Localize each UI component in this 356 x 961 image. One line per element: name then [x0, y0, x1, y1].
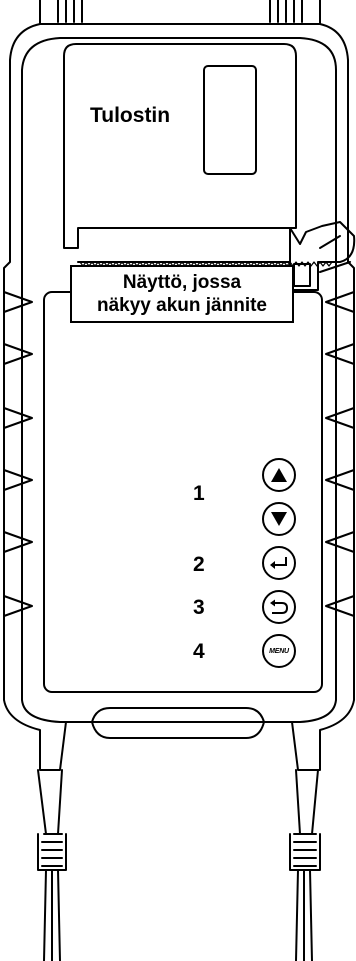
printer-window [203, 65, 257, 175]
right-cable-boot [291, 721, 321, 771]
left-grip-ribs [3, 291, 33, 617]
top-ribs [57, 0, 303, 23]
left-cable-boot [39, 721, 67, 771]
left-cable [37, 769, 67, 961]
back-button[interactable] [262, 590, 296, 624]
callout-1: 1 [193, 482, 205, 505]
triangle-up-icon [271, 468, 287, 482]
printer-label: Tulostin [90, 104, 171, 127]
control-panel [43, 291, 323, 693]
callout-4: 4 [193, 640, 205, 663]
triangle-down-icon [271, 512, 287, 526]
up-button[interactable] [262, 458, 296, 492]
device-body [3, 0, 355, 753]
callout-3: 3 [193, 596, 205, 619]
enter-arrow-icon [270, 557, 287, 569]
callout-2: 2 [193, 553, 205, 576]
enter-button[interactable] [262, 546, 296, 580]
display-line-2: näkyy akun jännite [96, 295, 267, 316]
right-cable [289, 769, 321, 961]
return-arrow-icon [270, 599, 289, 614]
down-button[interactable] [262, 502, 296, 536]
printer-housing [63, 43, 356, 291]
menu-button-label: MENU [269, 647, 289, 655]
bottom-handle [91, 707, 265, 739]
display-screen: Näyttö, jossa näkyy akun jännite [70, 265, 294, 323]
right-grip-ribs [325, 291, 355, 617]
printer-latch [289, 221, 356, 291]
menu-button[interactable]: MENU [262, 634, 296, 668]
display-line-1: Näyttö, jossa [122, 272, 242, 293]
inner-contour [21, 37, 337, 723]
